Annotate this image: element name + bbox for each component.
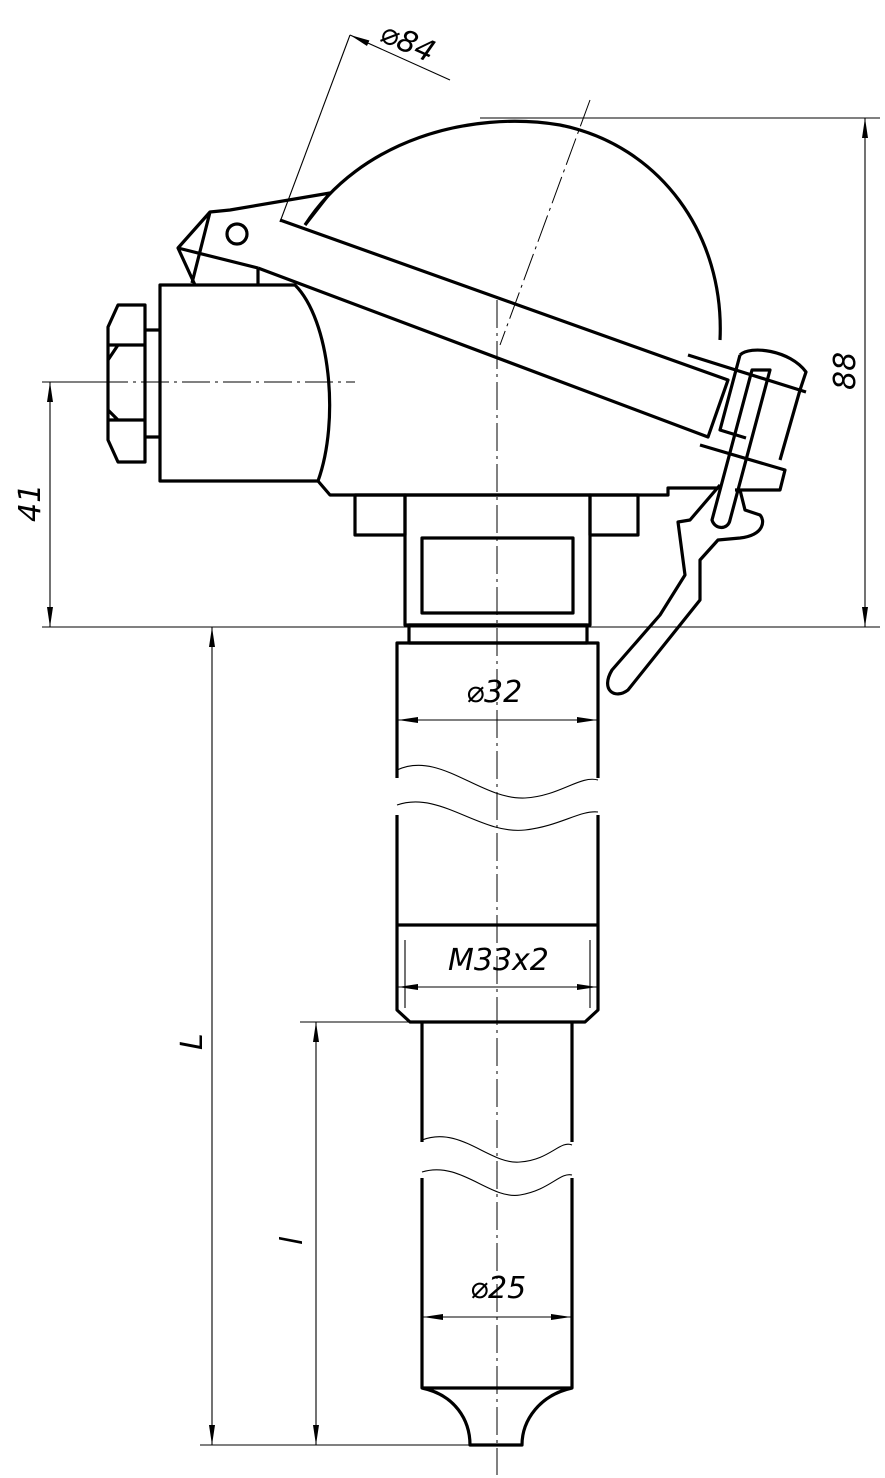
neck-step xyxy=(407,623,589,645)
base-lug-right xyxy=(588,493,640,537)
thread-lines xyxy=(404,940,591,1008)
head-dome xyxy=(303,119,722,341)
label-thread: M33x2 xyxy=(448,943,549,978)
protective-tube xyxy=(395,641,600,1447)
lid-hinge xyxy=(176,191,332,286)
break-line-2b xyxy=(421,1169,573,1196)
label-d25: ⌀25 xyxy=(470,1271,526,1306)
neck-window xyxy=(420,536,575,615)
cable-gland-nut xyxy=(106,303,160,464)
base-lug-left xyxy=(353,493,407,537)
lid-clamp xyxy=(687,348,808,492)
label-d32: ⌀32 xyxy=(466,675,522,710)
head-base xyxy=(316,479,720,497)
tube-thread-section xyxy=(395,815,600,1024)
hinge-pin xyxy=(225,222,249,246)
dim-d84 xyxy=(349,34,451,81)
connection-head xyxy=(106,119,808,696)
head-lid xyxy=(257,218,730,439)
label-d84: ⌀84 xyxy=(375,15,441,70)
label-88: 88 xyxy=(828,352,863,390)
label-41: 41 xyxy=(13,484,48,522)
head-centerline xyxy=(499,99,591,346)
label-l: l xyxy=(275,1236,310,1245)
break-line-1a xyxy=(396,764,599,799)
label-L: L xyxy=(175,1033,210,1050)
tube-upper xyxy=(395,641,600,778)
cable-inlet-box xyxy=(158,283,332,483)
break-line-1b xyxy=(396,801,599,831)
dimension-lines xyxy=(42,34,880,1446)
latch-lever xyxy=(606,483,765,696)
break-line-2a xyxy=(421,1136,573,1163)
probe-tip xyxy=(420,1178,574,1447)
probe-upper xyxy=(420,1022,574,1142)
clamp-screw xyxy=(710,368,772,530)
